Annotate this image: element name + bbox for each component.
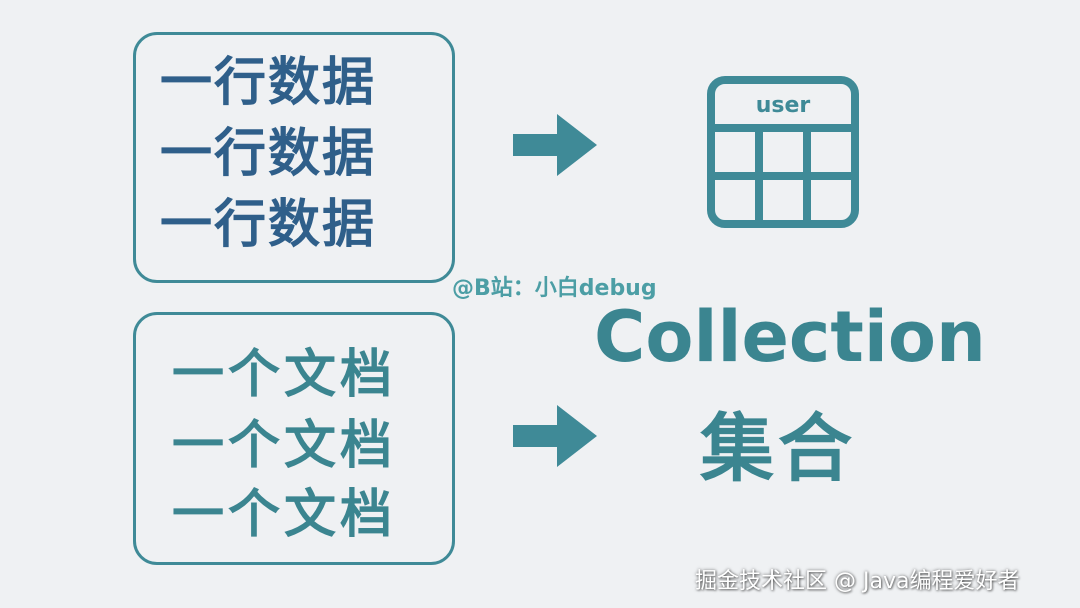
table-icon-label: user [756,93,811,118]
table-icon: user [707,76,859,228]
footer-credit: 掘金技术社区 @ Java编程爱好者 [695,569,1020,594]
collection-title: Collection [594,296,986,378]
row-line-1: 一行数据 [160,53,377,113]
rows-box [133,32,455,283]
arrow-right-icon [513,114,597,176]
docs-box [133,312,455,565]
doc-line-3: 一个文档 [172,485,397,545]
row-line-2: 一行数据 [160,124,377,184]
doc-line-2: 一个文档 [172,416,397,476]
doc-line-1: 一个文档 [172,345,397,405]
collection-subtitle: 集合 [700,406,856,492]
row-line-3: 一行数据 [160,195,377,255]
arrow-right-icon [513,405,597,467]
watermark: @B站：小白debug [452,276,657,301]
